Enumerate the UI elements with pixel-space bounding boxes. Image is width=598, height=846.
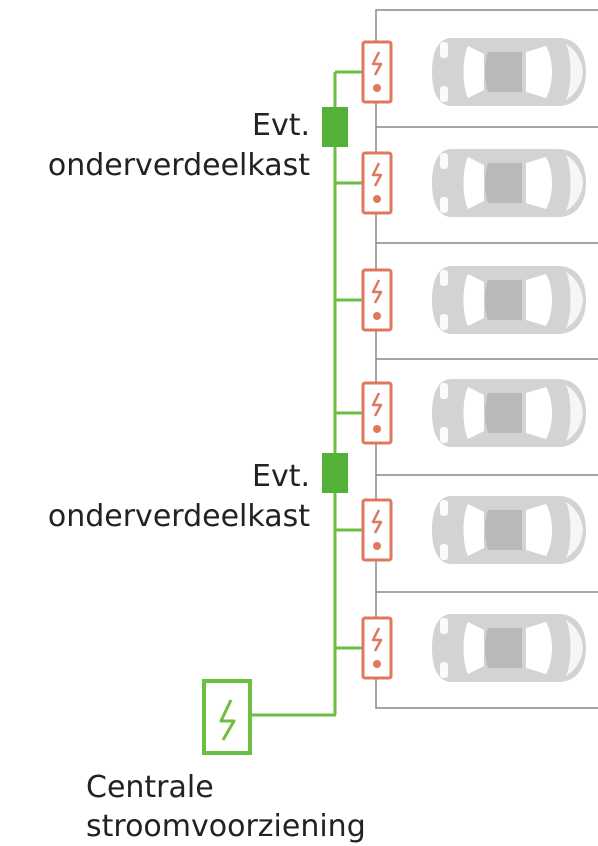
ev-charger-icon: [361, 381, 393, 445]
car-icon: [432, 38, 586, 106]
ev-charger-icon: [361, 616, 393, 680]
ev-charger-icon: [361, 498, 393, 562]
car-icon: [432, 614, 586, 682]
subpanel-1-label-line1: Evt.: [251, 108, 310, 143]
power-supply-icon: [202, 679, 252, 755]
subpanel-2-label-line2: onderverdeelkast: [47, 499, 310, 534]
subpanel-2-label-line1: Evt.: [251, 459, 310, 494]
central-label-line1: Centrale: [86, 770, 214, 805]
subpanel-box-icon: [322, 453, 348, 493]
chargers: [361, 40, 393, 680]
ev-charger-icon: [361, 40, 393, 104]
parking-bays: [375, 9, 598, 709]
car-icon: [432, 496, 586, 564]
subpanel-box-icon: [322, 107, 348, 147]
car-icon: [432, 379, 586, 447]
car-icon: [432, 266, 586, 334]
car-icon: [432, 149, 586, 217]
power-cable: [250, 70, 362, 717]
cars: [432, 38, 586, 682]
central-label-line2: stroomvoorziening: [86, 809, 366, 844]
subpanel-1-label-line2: onderverdeelkast: [47, 148, 310, 183]
ev-charger-icon: [361, 151, 393, 215]
ev-charger-icon: [361, 268, 393, 332]
